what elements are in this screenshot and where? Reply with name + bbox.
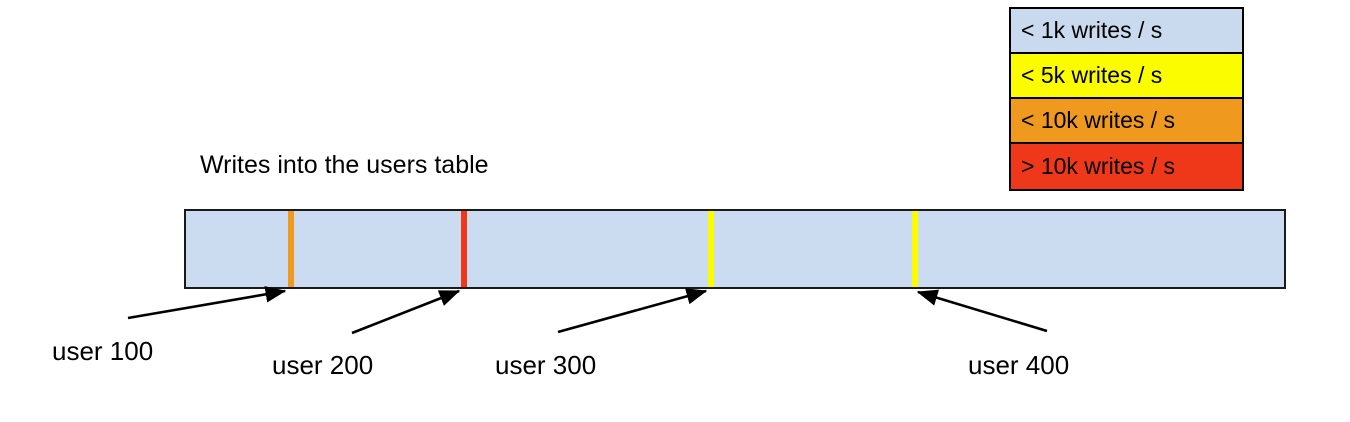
arrow-user-400 [916,289,1048,333]
stripe-user-100 [288,211,294,287]
arrow-user-300 [557,288,708,334]
stripe-user-200 [461,211,467,287]
legend-row-under-10k: < 10k writes / s [1011,99,1242,144]
arrow-user-200 [351,289,461,335]
marker-label-user-300: user 300 [495,350,597,380]
legend-row-under-5k: < 5k writes / s [1011,54,1242,99]
legend-label-under-10k: < 10k writes / s [1021,107,1176,133]
marker-label-user-100: user 100 [52,336,154,366]
legend-label-under-5k: < 5k writes / s [1021,62,1163,88]
arrow-user-100 [127,286,287,320]
stripe-user-400 [912,211,918,287]
legend-label-under-1k: < 1k writes / s [1021,17,1163,43]
legend-row-under-1k: < 1k writes / s [1011,9,1242,54]
users-table-bar [184,209,1286,289]
marker-label-user-200: user 200 [272,350,374,380]
diagram-caption: Writes into the users table [200,151,489,179]
legend-row-over-10k: > 10k writes / s [1011,144,1242,189]
marker-label-user-400: user 400 [968,350,1070,380]
legend: < 1k writes / s < 5k writes / s < 10k wr… [1009,7,1244,191]
stripe-user-300 [708,211,714,287]
legend-label-over-10k: > 10k writes / s [1021,153,1176,179]
